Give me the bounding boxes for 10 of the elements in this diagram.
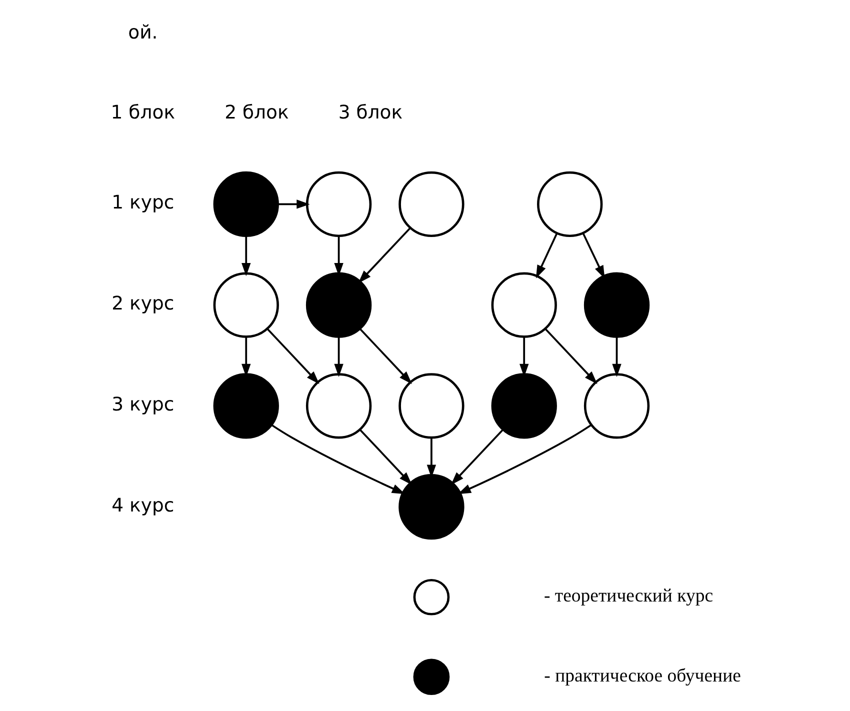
label: 3 курс — [112, 394, 174, 416]
label: 2 курс — [112, 294, 174, 315]
label: 1 курс — [112, 192, 174, 214]
legend-label: - теоретический курс — [544, 586, 714, 607]
label: 1 блок — [110, 102, 176, 124]
label: 2 блок — [224, 102, 289, 124]
label: 3 блок — [338, 102, 403, 124]
legend-label: - практическое обучение — [544, 665, 741, 686]
label: ой. — [128, 22, 158, 44]
label: 4 курс — [112, 495, 174, 516]
